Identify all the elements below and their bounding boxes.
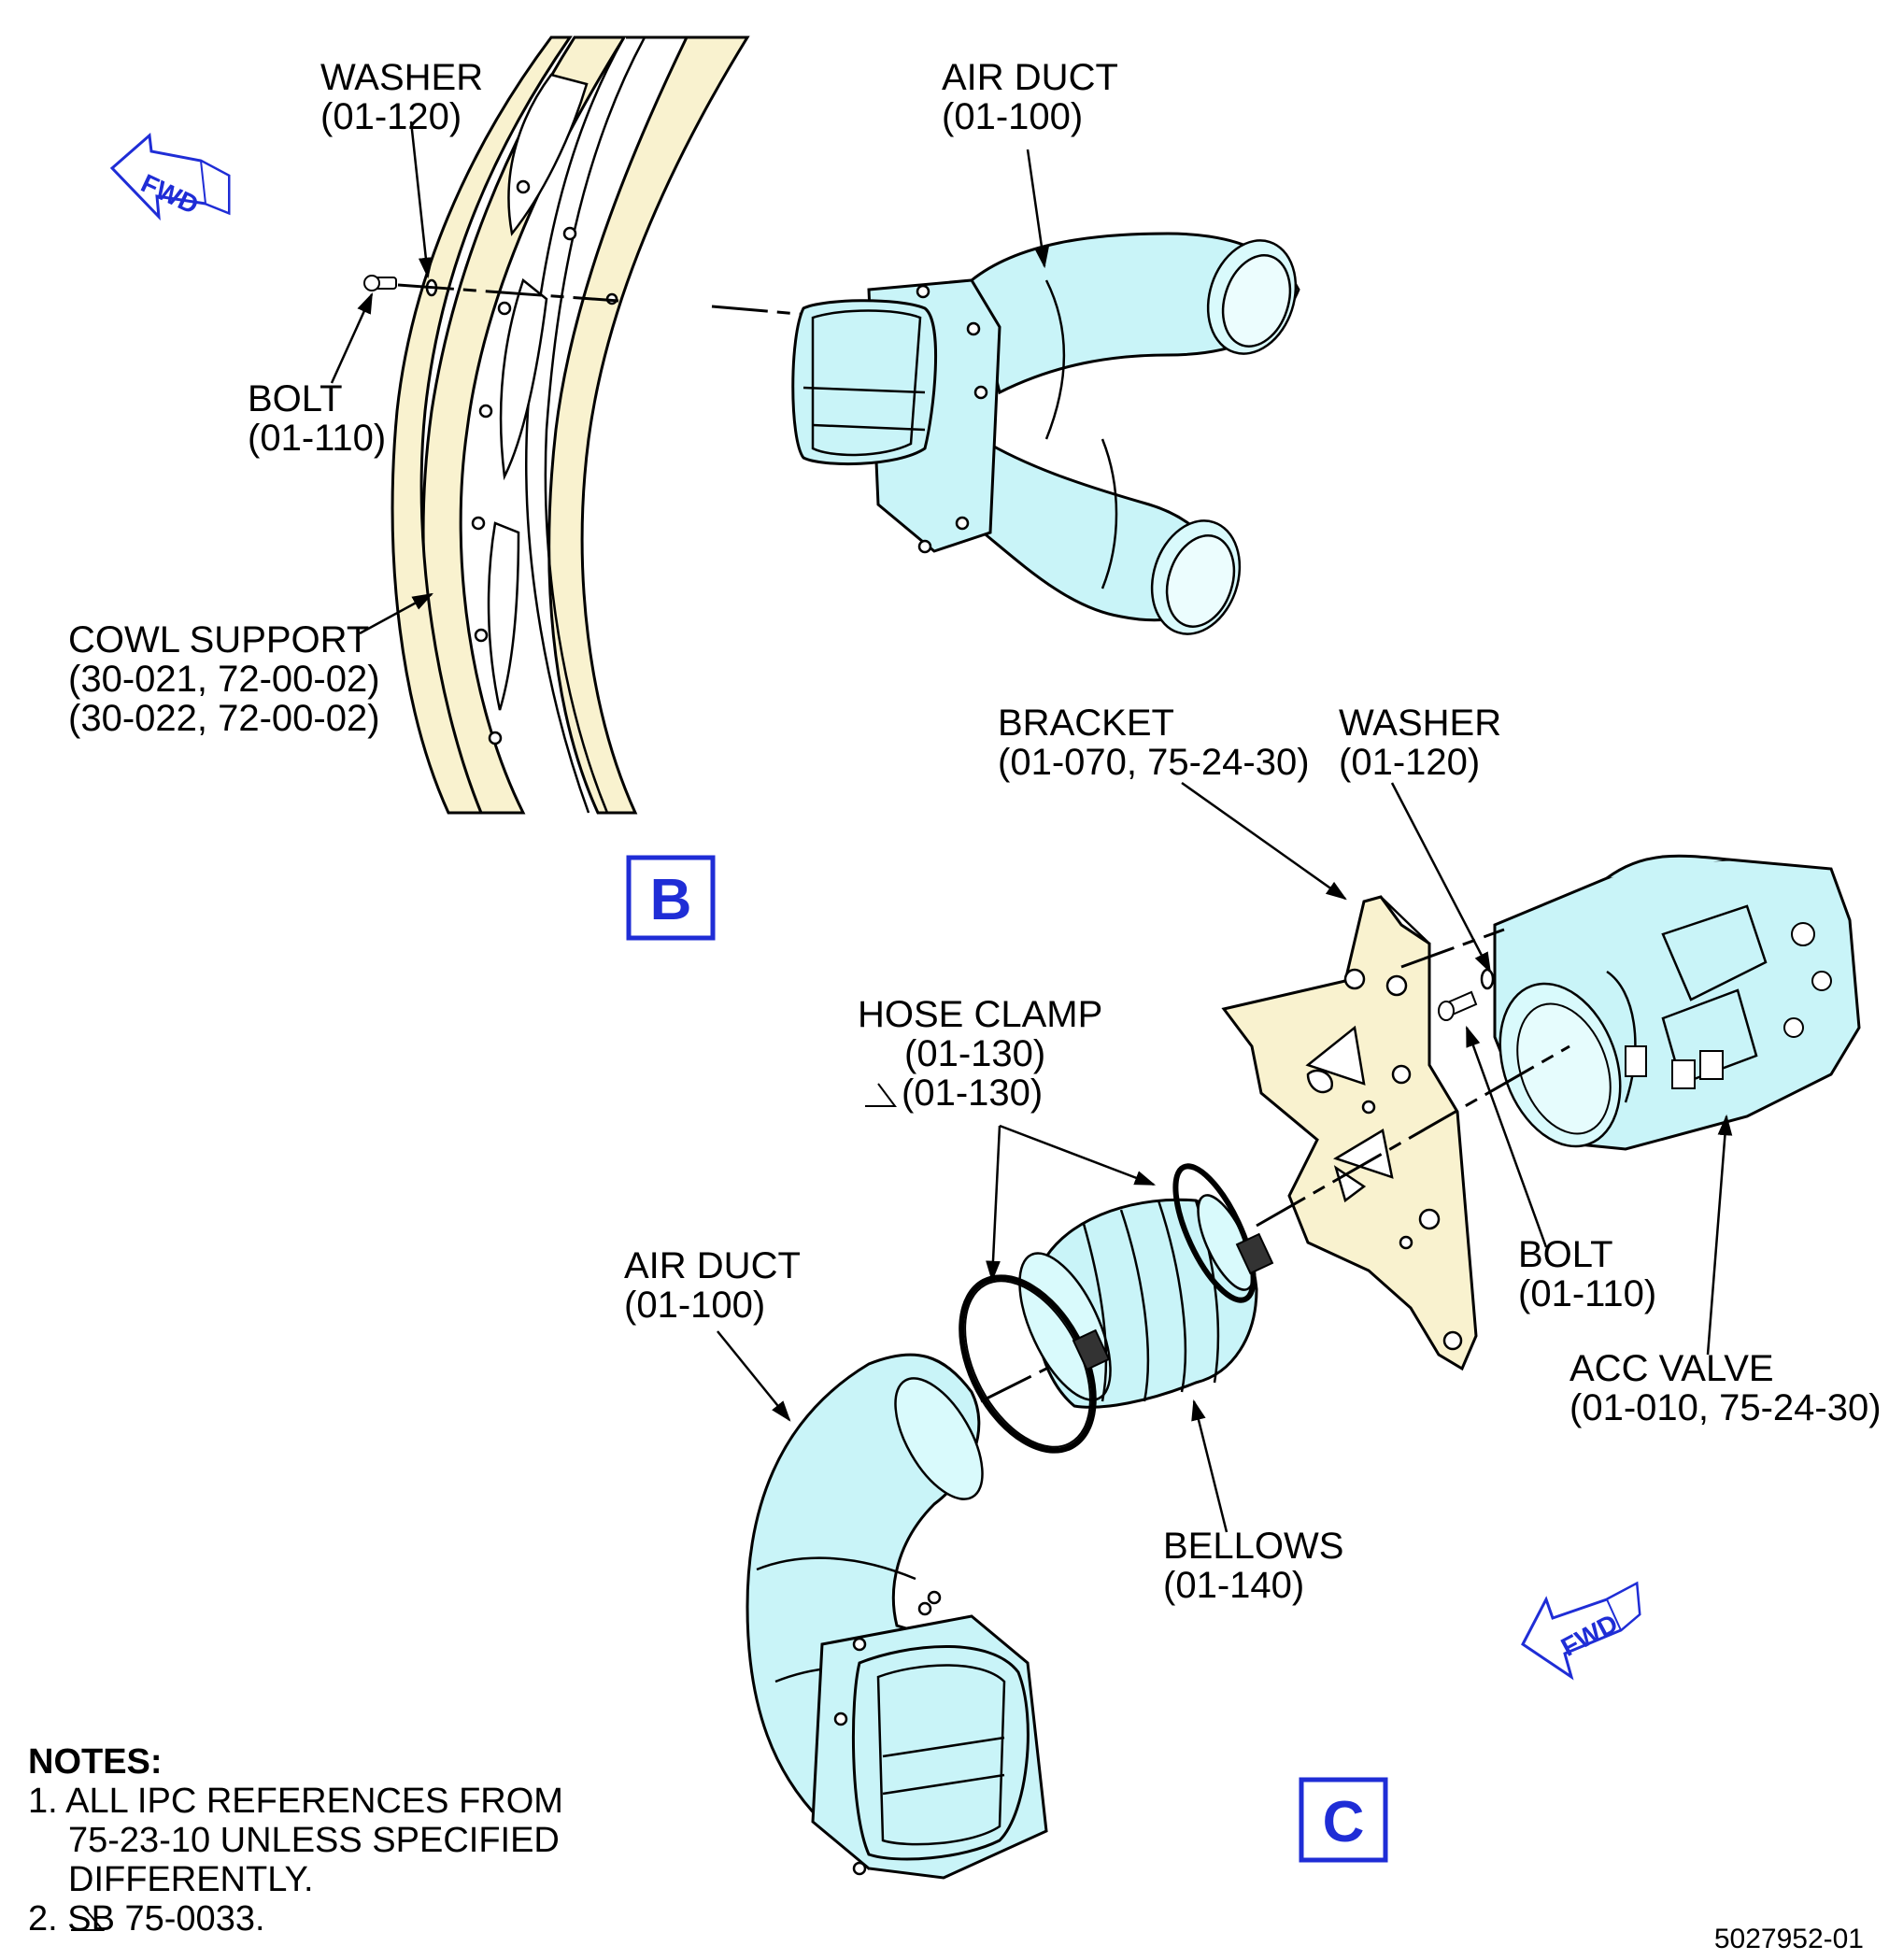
callout-c-bellows-name: BELLOWS [1163,1526,1343,1567]
note-1-line-2: 75-23-10 UNLESS SPECIFIED [68,1821,560,1860]
callout-b-bolt-name: BOLT [248,378,343,419]
callout-c-air-duct: AIR DUCT (01-100) [624,1245,801,1326]
notes-block: NOTES: 1. ALL IPC REFERENCES FROM 75-23-… [28,1742,563,1939]
callout-c-bracket: BRACKET (01-070, 75-24-30) [998,703,1310,783]
bolt-b-part [363,275,397,291]
effectivity-flag-icon-1 [865,1083,897,1107]
leader-c-air-duct [717,1330,791,1422]
callout-c-acc-valve: ACC VALVE (01-010, 75-24-30) [1569,1348,1882,1428]
air-duct-b-part [791,232,1300,635]
callout-c-hose-clamp: HOSE CLAMP (01-130) (01-130) [858,994,1102,1114]
effectivity-flag-icon-2 [71,1907,106,1931]
callout-c-hose-clamp-ref2: (01-130) [902,1072,1043,1114]
leader-b-bolt [330,291,374,384]
leader-c-bolt [1465,1025,1548,1248]
callout-b-cowl-support-name: COWL SUPPORT [68,619,369,660]
view-c-letter: C [1323,1790,1365,1854]
callout-c-bracket-name: BRACKET [998,703,1174,744]
note-1-line-1: 1. ALL IPC REFERENCES FROM [28,1782,563,1821]
callout-b-washer-ref: (01-120) [320,96,462,137]
bolt-axis-line-c [1400,928,1505,969]
callout-b-air-duct-name: AIR DUCT [942,57,1118,98]
leader-c-acc-valve [1706,1114,1733,1356]
view-b-letter: B [650,868,692,932]
callout-c-bolt-ref: (01-110) [1518,1273,1656,1314]
bracket-part [1221,895,1478,1371]
callout-b-washer-name: WASHER [320,57,483,98]
callout-c-washer: WASHER (01-120) [1339,703,1501,783]
callout-b-washer: WASHER (01-120) [320,57,483,137]
view-c-identifier: C [1299,1777,1388,1863]
note-2: 2. SB 75-0033. [28,1899,265,1939]
view-b-identifier: B [626,855,716,941]
notes-heading: NOTES: [28,1742,163,1782]
callout-c-acc-valve-ref: (01-010, 75-24-30) [1569,1387,1882,1428]
hose-clamp-left-part [959,1274,1111,1454]
leader-c-washer [1390,782,1492,973]
note-1-line-3: DIFFERENTLY. [68,1860,314,1899]
callout-c-bellows: BELLOWS (01-140) [1163,1526,1343,1606]
air-duct-c-part [746,1353,1048,1880]
callout-c-bolt: BOLT (01-110) [1518,1234,1656,1314]
callout-c-air-duct-ref: (01-100) [624,1285,765,1326]
callout-c-bracket-ref: (01-070, 75-24-30) [998,742,1310,783]
bolt-c-part [1438,990,1478,1021]
leader-b-washer [409,121,433,279]
callout-c-bellows-ref: (01-140) [1163,1565,1304,1606]
callout-c-hose-clamp-name: HOSE CLAMP [858,994,1102,1035]
fwd-arrow-icon-bottom: FWD [1521,1581,1641,1681]
bellows-part [1018,1194,1258,1409]
leader-c-hose-clamp-left [986,1125,1001,1283]
leader-b-air-duct [1026,149,1049,269]
bolt-axis-line-b [397,283,619,303]
hose-clamp-right-part [1172,1163,1274,1303]
callout-c-washer-ref: (01-120) [1339,742,1480,783]
callout-b-cowl-support-ref2: (30-022, 72-00-02) [68,698,380,739]
callout-c-acc-valve-name: ACC VALVE [1569,1348,1774,1389]
leader-c-hose-clamp-right [999,1124,1157,1186]
cowl-support-part [391,36,750,815]
callout-c-washer-name: WASHER [1339,703,1501,744]
callout-b-bolt: BOLT (01-110) [248,378,386,459]
acc-valve-part [1493,854,1861,1151]
callout-b-air-duct-ref: (01-100) [942,96,1083,137]
callout-c-air-duct-name: AIR DUCT [624,1245,801,1286]
callout-b-cowl-support-ref1: (30-021, 72-00-02) [68,659,380,700]
duct-axis-line-c [1256,1044,1570,1228]
leader-c-bellows [1191,1399,1229,1533]
drawing-number: 5027952-01 [1714,1924,1864,1954]
leader-b-cowl-support [359,592,433,635]
fwd-arrow-icon-top: FWD [109,132,231,221]
callout-b-air-duct: AIR DUCT (01-100) [942,57,1118,137]
callout-b-bolt-ref: (01-110) [248,418,386,459]
callout-c-bolt-name: BOLT [1518,1234,1613,1275]
callout-c-hose-clamp-ref1: (01-130) [904,1033,1045,1074]
washer-c-part [1480,968,1495,990]
leader-c-bracket [1181,781,1347,901]
callout-b-cowl-support: COWL SUPPORT (30-021, 72-00-02) (30-022,… [68,619,380,739]
